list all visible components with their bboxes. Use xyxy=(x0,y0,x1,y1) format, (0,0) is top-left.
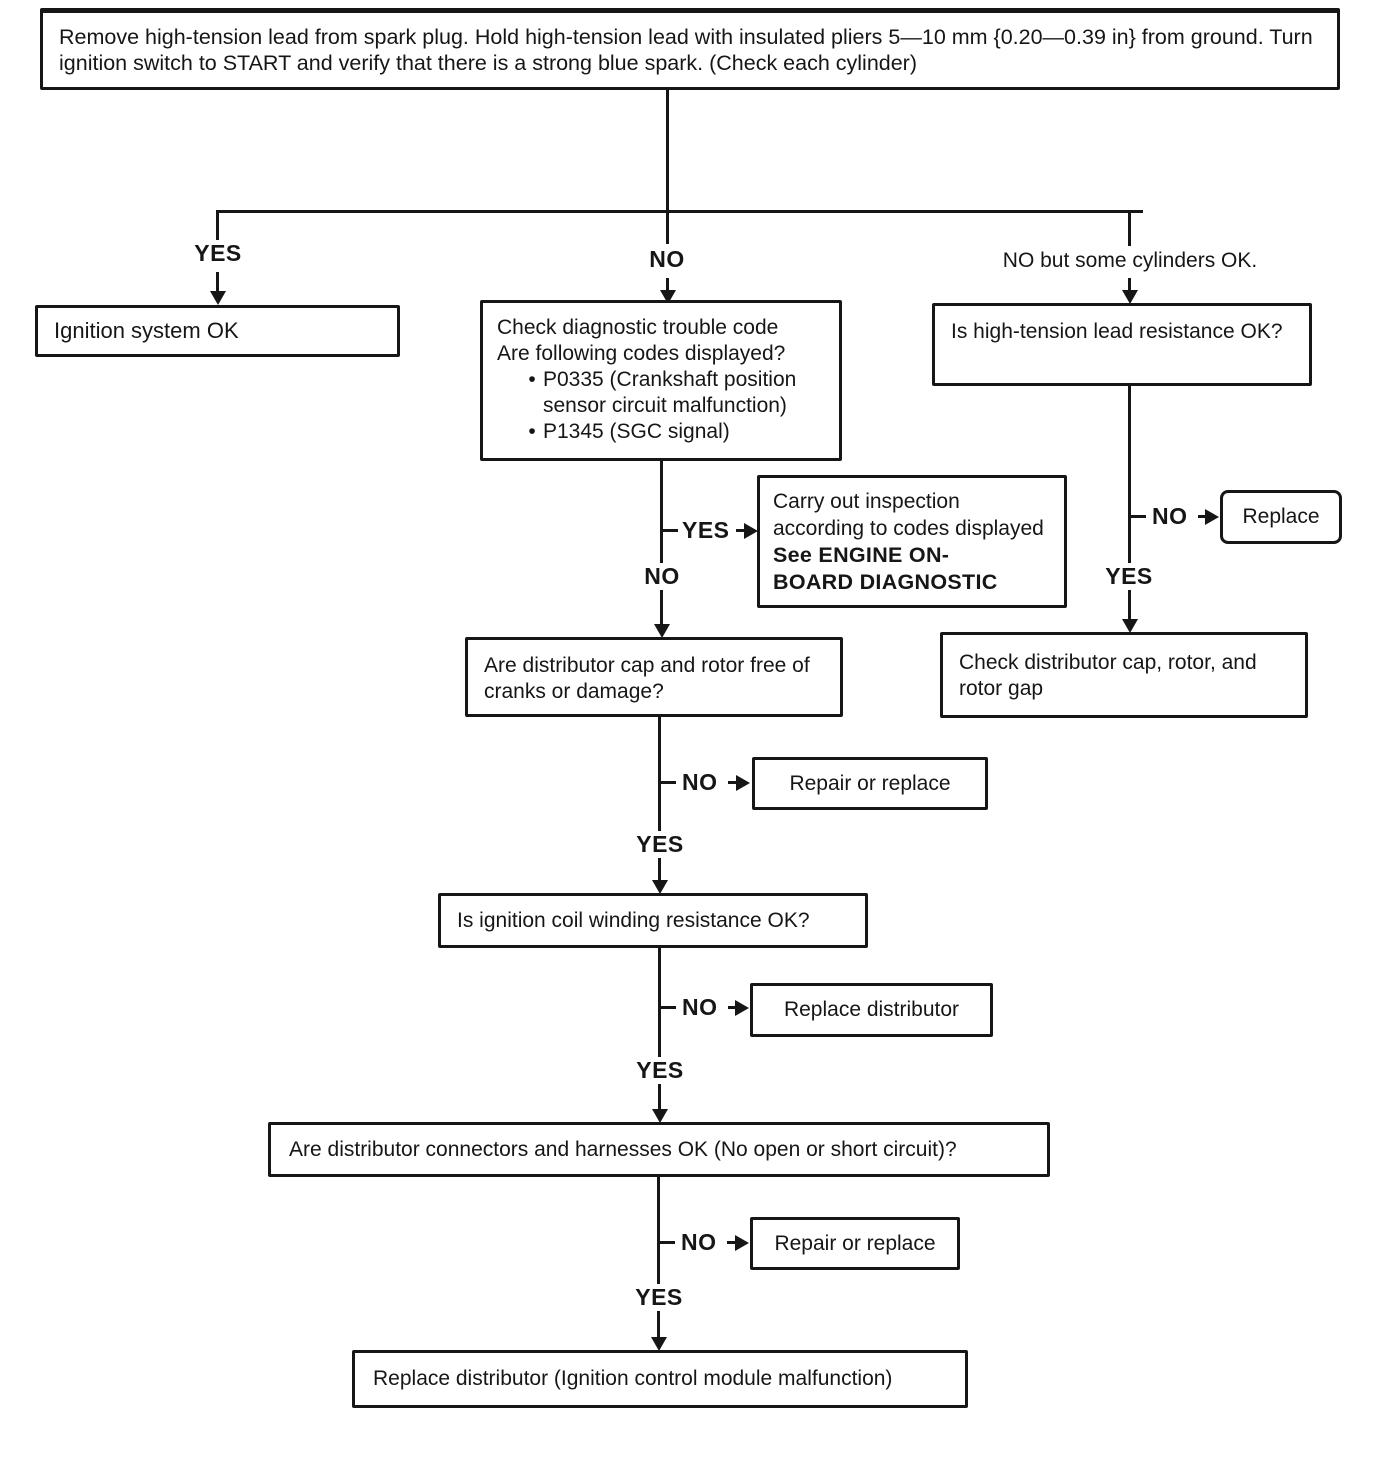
edge-label-no-1: NO xyxy=(649,246,685,272)
arrowhead-right-icon xyxy=(1205,509,1219,525)
node-connectors-harnesses-text: Are distributor connectors and harnesses… xyxy=(289,1137,957,1161)
connector-no-tick xyxy=(658,781,676,784)
dtc-bullet-text: P1345 (SGC signal) xyxy=(543,420,730,443)
arrowhead-down-icon xyxy=(1122,619,1138,633)
arrowhead-down-icon xyxy=(652,880,668,894)
arrowhead-down-icon xyxy=(210,291,226,305)
carry-out-line1: Carry out inspection xyxy=(773,490,960,513)
arrowhead-right-icon xyxy=(735,1000,749,1016)
arrowhead-right-icon xyxy=(736,775,750,791)
carry-out-ref-line1: See ENGINE ON- xyxy=(773,543,950,567)
node-check-dtc: Check diagnostic trouble code Are follow… xyxy=(480,300,842,461)
edge-label-no-2: NO xyxy=(631,563,693,590)
connector-start-down xyxy=(666,90,669,244)
connector-nosome-stub xyxy=(1128,210,1131,246)
connector-nosome-arrow-stem xyxy=(1128,278,1131,292)
arrowhead-right-icon xyxy=(735,1235,749,1251)
connector-no-tick xyxy=(657,1241,675,1244)
edge-label-yes-3: YES xyxy=(1098,563,1160,590)
node-check-cap-rotor-text: Check distributor cap, rotor, and rotor … xyxy=(959,651,1257,700)
edge-label-no-5: NO xyxy=(682,994,718,1020)
carry-out-ref-line2: BOARD DIAGNOSTIC xyxy=(773,570,998,594)
connector-lead-down xyxy=(1128,386,1131,619)
connector-coil-down xyxy=(658,948,661,1109)
connector-harness-down xyxy=(657,1177,660,1337)
node-start: Remove high-tension lead from spark plug… xyxy=(40,8,1340,90)
carry-out-line2: according to codes displayed xyxy=(773,517,1044,540)
node-final-replace: Replace distributor (Ignition control mo… xyxy=(352,1350,968,1408)
edge-label-yes-1: YES xyxy=(194,240,242,266)
node-repair-or-replace-1: Repair or replace xyxy=(752,757,988,810)
edge-label-yes-4: YES xyxy=(629,831,691,858)
connector-yes-arrow-line xyxy=(736,529,746,532)
connector-no-tick xyxy=(1128,515,1146,518)
connector-caprotor-down xyxy=(658,717,661,882)
node-final-replace-text: Replace distributor (Ignition control mo… xyxy=(373,1367,893,1390)
edge-label-no-3: NO xyxy=(1152,503,1188,529)
node-check-dtc-line1: Check diagnostic trouble code xyxy=(497,316,779,339)
node-coil-winding: Is ignition coil winding resistance OK? xyxy=(438,893,868,948)
connector-no-arrow-line xyxy=(728,781,736,784)
node-check-cap-rotor: Check distributor cap, rotor, and rotor … xyxy=(940,632,1308,718)
dtc-bullet-item: • P0335 (Crankshaft position sensor circ… xyxy=(521,367,821,419)
bullet-icon: • xyxy=(528,420,536,443)
connector-yes-stub xyxy=(216,210,219,240)
arrowhead-down-icon xyxy=(1122,290,1138,304)
node-replace-distributor: Replace distributor xyxy=(750,983,993,1037)
node-repair-or-replace-text: Repair or replace xyxy=(789,771,951,795)
arrowhead-right-icon xyxy=(744,523,758,539)
arrowhead-down-icon xyxy=(651,1337,667,1351)
node-coil-winding-text: Is ignition coil winding resistance OK? xyxy=(457,908,810,932)
node-connectors-harnesses: Are distributor connectors and harnesses… xyxy=(268,1122,1050,1177)
edge-label-yes-6: YES xyxy=(628,1284,690,1311)
node-check-dtc-line2: Are following codes displayed? xyxy=(497,342,786,365)
connector-no-arrow-line xyxy=(728,1006,736,1009)
node-carry-out-inspection: Carry out inspection according to codes … xyxy=(757,475,1067,608)
dtc-bullet-text: P0335 (Crankshaft position sensor circui… xyxy=(543,368,797,417)
connector-no-tick xyxy=(658,1006,676,1009)
node-ignition-system-ok: Ignition system OK xyxy=(35,305,400,357)
node-replace-distributor-text: Replace distributor xyxy=(783,998,960,1021)
edge-label-no-but-some: NO but some cylinders OK. xyxy=(1002,249,1258,272)
node-replace: Replace xyxy=(1220,490,1342,544)
connector-dtc-down xyxy=(660,461,663,630)
node-repair-or-replace-2: Repair or replace xyxy=(750,1217,960,1270)
node-cap-rotor-free: Are distributor cap and rotor free of cr… xyxy=(465,637,843,717)
node-replace-text: Replace xyxy=(1242,505,1320,528)
arrowhead-down-icon xyxy=(654,624,670,638)
connector-no-arrow-stem xyxy=(666,278,669,292)
edge-label-yes-2: YES xyxy=(682,517,730,543)
edge-label-yes-5: YES xyxy=(629,1057,691,1084)
edge-label-no-6: NO xyxy=(681,1229,717,1255)
connector-no-arrow-line xyxy=(727,1241,735,1244)
node-cap-rotor-free-text: Are distributor cap and rotor free of cr… xyxy=(484,654,810,703)
dtc-bullet-item: • P1345 (SGC signal) xyxy=(521,419,821,445)
connector-no-arrow-line xyxy=(1198,515,1206,518)
connector-branch-horizontal xyxy=(217,210,1143,213)
node-start-text: Remove high-tension lead from spark plug… xyxy=(59,25,1313,75)
connector-yes-tick xyxy=(660,529,678,532)
node-repair-or-replace-text: Repair or replace xyxy=(774,1231,936,1255)
connector-yes-arrow-stem xyxy=(216,272,219,292)
node-lead-resistance-text: Is high-tension lead resistance OK? xyxy=(951,320,1283,343)
node-ignition-system-ok-text: Ignition system OK xyxy=(54,318,239,343)
edge-label-no-4: NO xyxy=(682,769,718,795)
arrowhead-down-icon xyxy=(652,1109,668,1123)
bullet-icon: • xyxy=(528,368,536,391)
node-lead-resistance: Is high-tension lead resistance OK? xyxy=(932,303,1312,386)
